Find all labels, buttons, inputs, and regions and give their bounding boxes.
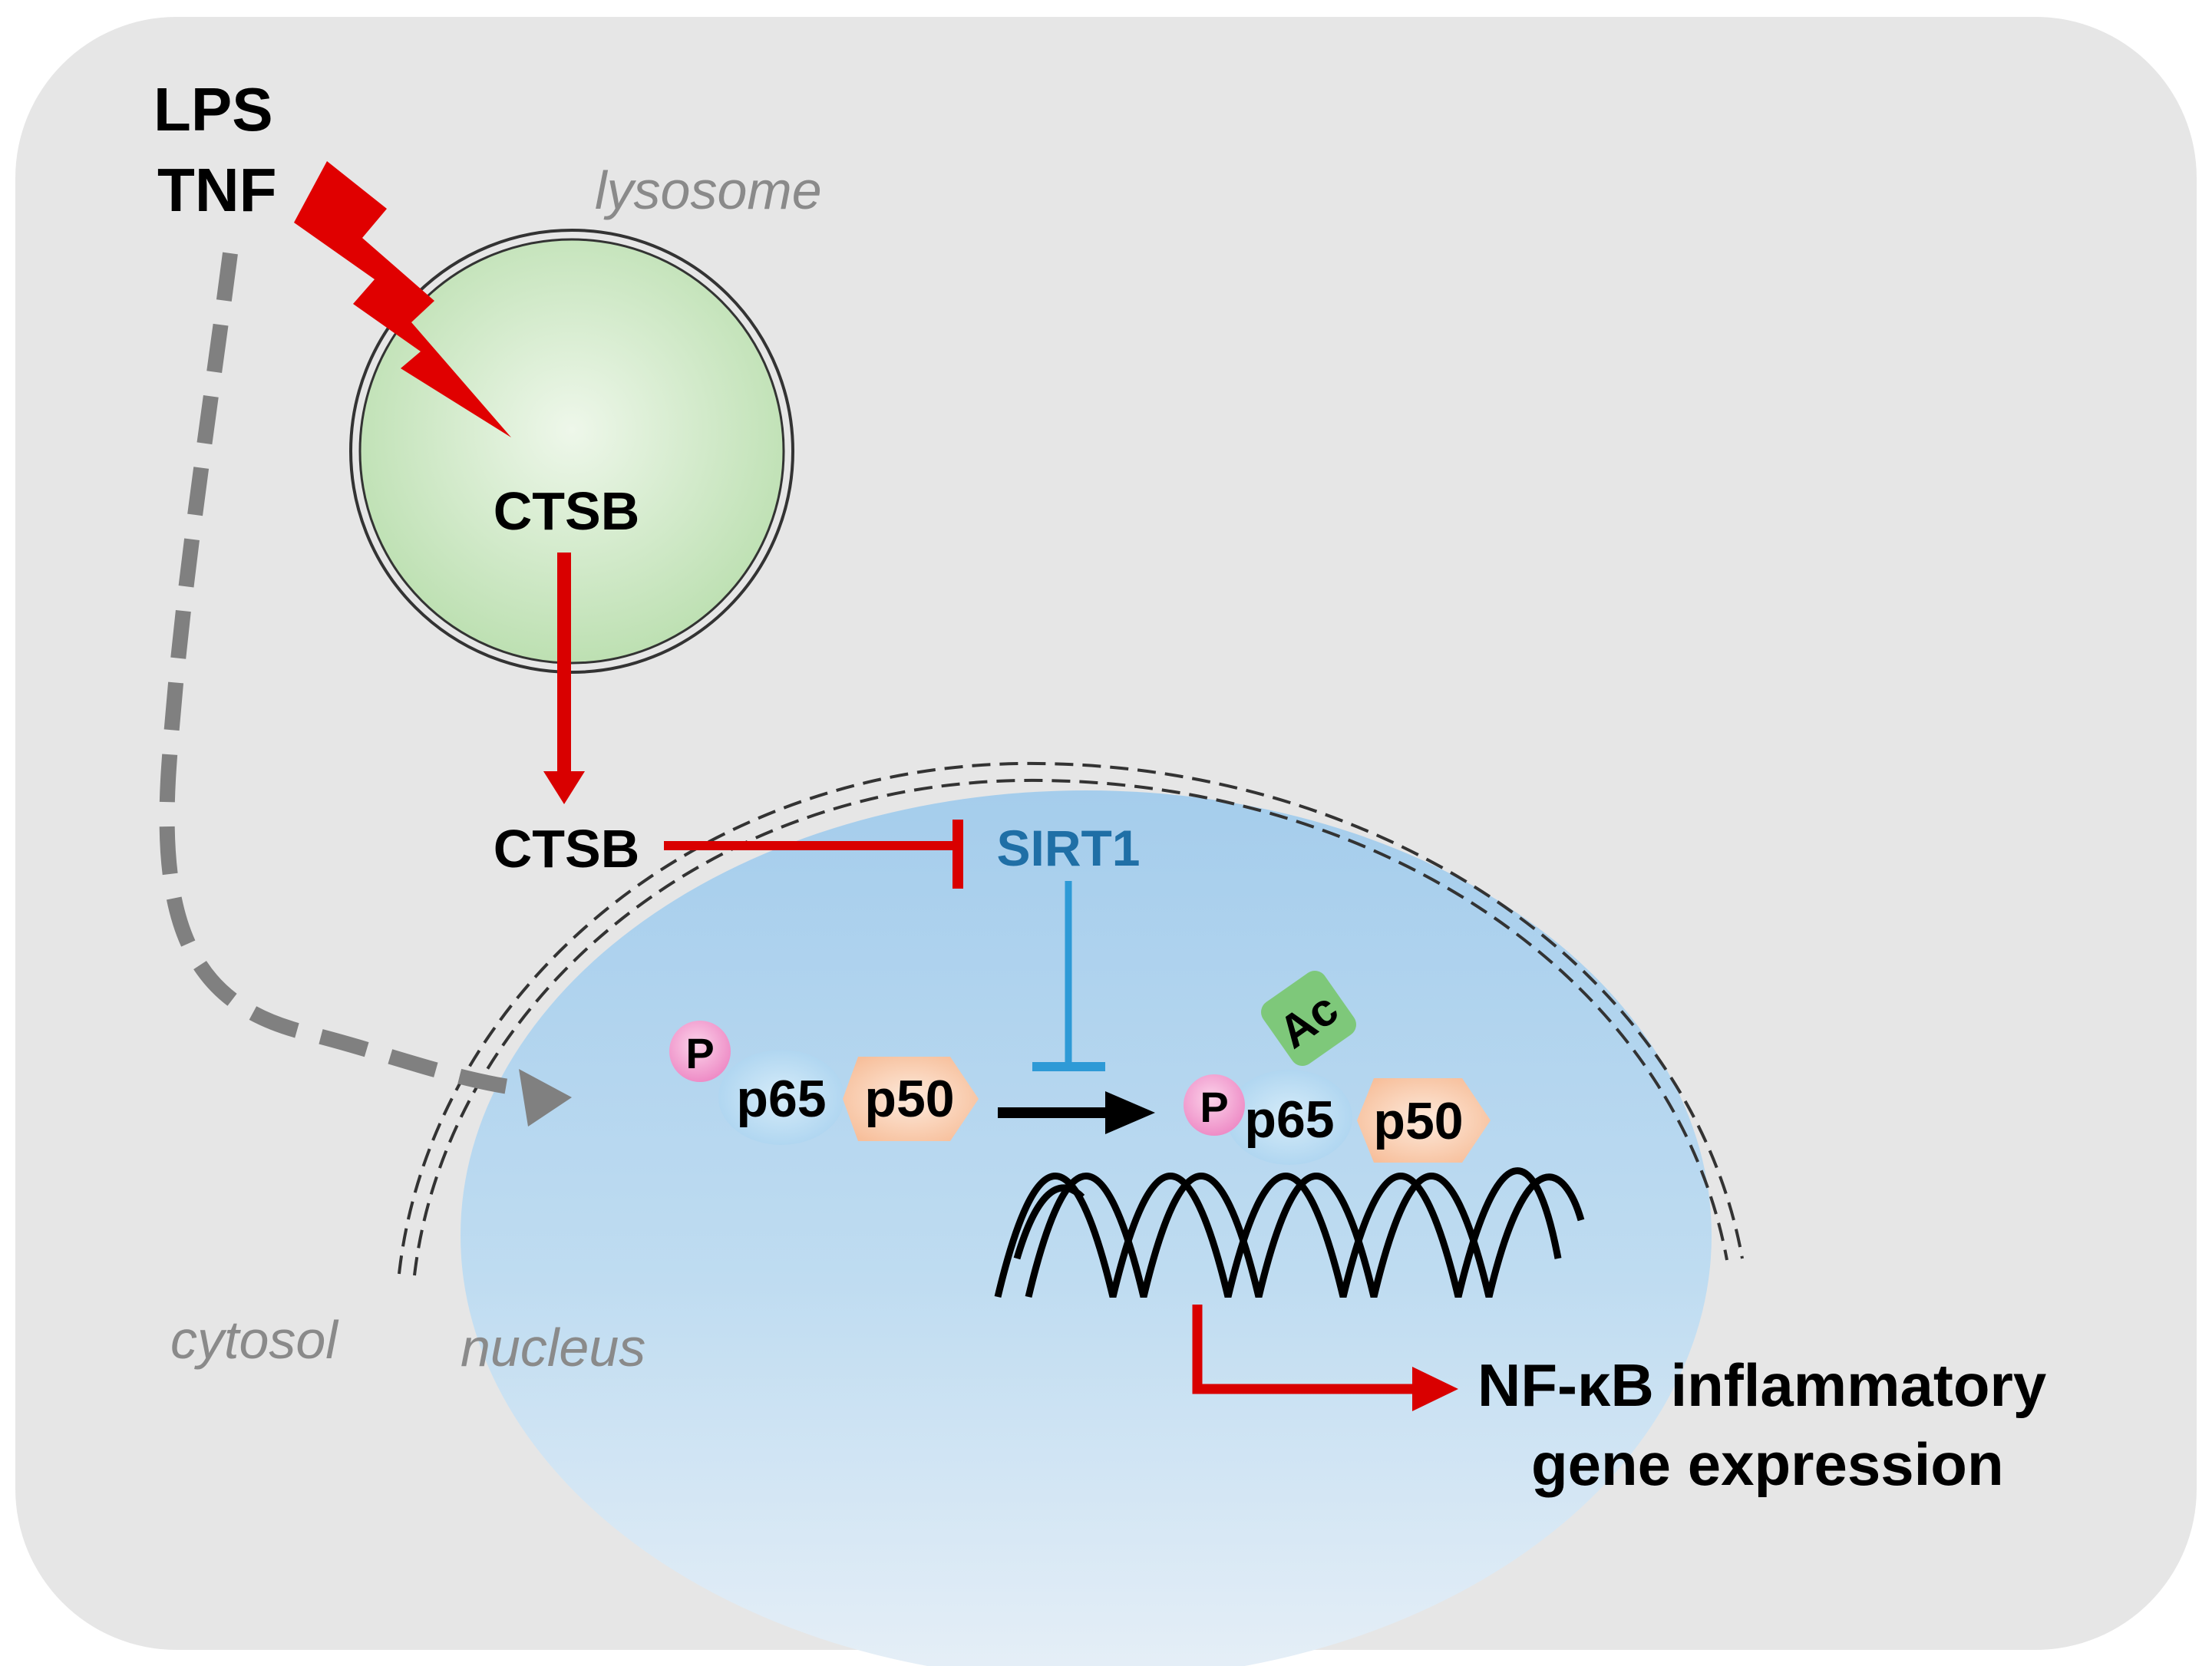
p50-left-label: p50 [864, 1070, 954, 1128]
ctsb-cytosol-label: CTSB [494, 819, 640, 879]
nucleus-label: nucleus [461, 1318, 645, 1377]
acetylation-arrowhead [1105, 1091, 1155, 1134]
direct-activation-arrowhead [519, 1069, 572, 1127]
p50-subunit-left [843, 1057, 979, 1141]
p50-subunit-right [1357, 1078, 1491, 1163]
nucleus [461, 790, 1712, 1666]
lysosome-membrane-outer [349, 229, 794, 674]
p65-left-label: p65 [736, 1070, 826, 1128]
lysosome-label: lysosome [595, 160, 822, 220]
p65-subunit-right [1227, 1070, 1352, 1165]
stimulus-label-lps: LPS [154, 75, 273, 144]
phospho-right-label: P [1200, 1083, 1228, 1131]
gene-expression-arrowhead [1412, 1367, 1458, 1411]
p65-subunit-left [718, 1050, 844, 1145]
sirt1-label: SIRT1 [996, 820, 1140, 876]
output-label-line2: gene expression [1531, 1430, 2004, 1498]
phospho-badge-left [669, 1021, 731, 1082]
lysosome [358, 238, 785, 665]
ctsb-release-arrowhead [543, 771, 585, 804]
lightning-bolt-icon [294, 161, 511, 437]
dna-helix-icon [994, 1167, 1585, 1298]
p65-right-label: p65 [1244, 1090, 1334, 1149]
p50-right-label: p50 [1373, 1092, 1463, 1150]
ctsb-lysosome-label: CTSB [494, 481, 640, 541]
stimulus-label-tnf: TNF [157, 156, 277, 224]
nuclear-envelope-inner [413, 778, 1728, 1276]
acetyl-badge [1261, 971, 1356, 1066]
output-label-line1: NF-κB inflammatory [1477, 1351, 2046, 1419]
phospho-left-label: P [685, 1029, 714, 1077]
cytosol-label: cytosol [170, 1310, 339, 1370]
direct-activation-dashed-arrow [159, 252, 531, 1097]
gene-expression-arrow-shaft [1192, 1305, 1420, 1394]
phospho-badge-right [1184, 1074, 1245, 1136]
